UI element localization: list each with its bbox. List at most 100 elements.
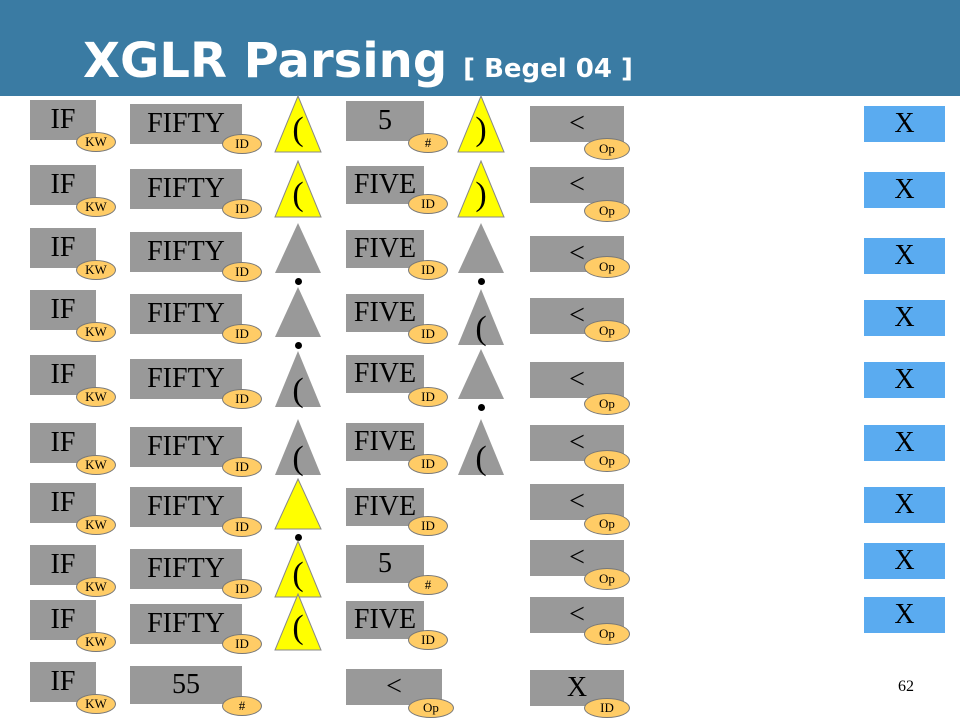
token-type-tag: ID bbox=[222, 579, 262, 599]
token-type-tag: Op bbox=[584, 200, 630, 222]
lookahead-x: X bbox=[864, 300, 945, 336]
num-token: 5 bbox=[346, 545, 424, 583]
reduction-triangle bbox=[275, 419, 321, 475]
less-than-token: < bbox=[530, 167, 624, 203]
five-token: FIVE bbox=[346, 355, 424, 393]
token-type-tag: ID bbox=[222, 389, 262, 409]
lookahead-x: X bbox=[864, 238, 945, 274]
token-type-tag: ID bbox=[222, 457, 262, 477]
token-type-tag: KW bbox=[76, 455, 116, 475]
token-type-tag: KW bbox=[76, 694, 116, 714]
left-paren: ( bbox=[475, 440, 487, 477]
fifty-token: FIFTY bbox=[130, 604, 242, 644]
left-paren: ( bbox=[292, 176, 304, 213]
token-type-tag: Op bbox=[584, 256, 630, 278]
lookahead-x: X bbox=[864, 425, 945, 461]
token-type-tag: KW bbox=[76, 260, 116, 280]
lookahead-x: X bbox=[864, 362, 945, 398]
token-type-tag: ID bbox=[222, 324, 262, 344]
token-type-tag: Op bbox=[584, 568, 630, 590]
reduction-triangle bbox=[275, 351, 321, 407]
fifty-token: FIFTY bbox=[130, 359, 242, 399]
ambiguity-triangle bbox=[274, 593, 322, 651]
token-type-tag: KW bbox=[76, 322, 116, 342]
reduction-triangle bbox=[275, 223, 321, 273]
less-than-token: < bbox=[530, 540, 624, 576]
ambiguity-triangle bbox=[274, 160, 322, 218]
token-type-tag: ID bbox=[408, 516, 448, 536]
token-type-tag: ID bbox=[408, 324, 448, 344]
token-type-tag: ID bbox=[408, 387, 448, 407]
left-paren: ( bbox=[292, 111, 304, 148]
token-type-tag: Op bbox=[584, 513, 630, 535]
lookahead-x: X bbox=[864, 543, 945, 579]
token-type-tag: Op bbox=[584, 623, 630, 645]
right-paren: ) bbox=[475, 176, 487, 213]
fifty-token: FIFTY bbox=[130, 549, 242, 589]
token-type-tag: KW bbox=[76, 197, 116, 217]
fifty-token: FIFTY bbox=[130, 427, 242, 467]
five-token: FIVE bbox=[346, 488, 424, 526]
token-type-tag: ID bbox=[584, 698, 630, 718]
reduction-triangle bbox=[275, 287, 321, 337]
if-token: IF bbox=[30, 100, 96, 140]
ambiguity-triangle bbox=[457, 160, 505, 218]
left-paren: ( bbox=[292, 372, 304, 409]
left-paren: ( bbox=[292, 440, 304, 477]
shift-dot bbox=[477, 278, 485, 285]
token-type-tag: ID bbox=[222, 262, 262, 282]
reduction-triangle bbox=[458, 419, 504, 475]
left-paren: ( bbox=[292, 556, 304, 593]
reduction-triangle bbox=[458, 289, 504, 345]
ambiguity-triangle bbox=[457, 95, 505, 153]
fifty-token: FIFTY bbox=[130, 232, 242, 272]
shift-dot bbox=[294, 342, 302, 349]
shift-dot bbox=[477, 404, 485, 411]
slide-title-text: XGLR Parsing bbox=[83, 33, 448, 89]
token-type-tag: ID bbox=[222, 134, 262, 154]
left-paren: ( bbox=[292, 609, 304, 646]
fifty-token: FIFTY bbox=[130, 487, 242, 527]
lookahead-x: X bbox=[864, 172, 945, 208]
five-token: FIVE bbox=[346, 601, 424, 639]
token-type-tag: # bbox=[408, 575, 448, 595]
five-token: FIVE bbox=[346, 423, 424, 461]
token-type-tag: Op bbox=[584, 450, 630, 472]
num-token: 5 bbox=[346, 101, 424, 141]
token-type-tag: ID bbox=[408, 194, 448, 214]
reduction-triangle bbox=[458, 223, 504, 273]
less-than-token: < bbox=[530, 106, 624, 142]
num-token: 55 bbox=[130, 666, 242, 704]
lookahead-x: X bbox=[864, 106, 945, 142]
token-type-tag: # bbox=[408, 133, 448, 153]
token-type-tag: ID bbox=[222, 634, 262, 654]
slide-title: XGLR Parsing [ Begel 04 ] bbox=[83, 30, 633, 100]
token-type-tag: ID bbox=[408, 260, 448, 280]
fifty-token: FIFTY bbox=[130, 294, 242, 334]
five-token: FIVE bbox=[346, 294, 424, 332]
reduction-triangle bbox=[458, 349, 504, 399]
page-number: 62 bbox=[898, 678, 914, 695]
slide-subtitle: [ Begel 04 ] bbox=[463, 54, 633, 84]
token-type-tag: KW bbox=[76, 577, 116, 597]
token-type-tag: KW bbox=[76, 387, 116, 407]
left-paren: ( bbox=[475, 310, 487, 347]
shift-dot bbox=[294, 534, 302, 541]
lookahead-x: X bbox=[864, 487, 945, 523]
right-paren: ) bbox=[475, 111, 487, 148]
token-type-tag: KW bbox=[76, 632, 116, 652]
lookahead-x: X bbox=[864, 597, 945, 633]
shift-dot bbox=[294, 278, 302, 285]
token-type-tag: Op bbox=[584, 393, 630, 415]
fifty-token: FIFTY bbox=[130, 104, 242, 144]
less-than-token: < bbox=[530, 597, 624, 633]
fifty-token: FIFTY bbox=[130, 169, 242, 209]
token-type-tag: Op bbox=[584, 320, 630, 342]
token-type-tag: KW bbox=[76, 515, 116, 535]
token-type-tag: ID bbox=[408, 454, 448, 474]
token-type-tag: ID bbox=[408, 630, 448, 650]
less-than-token: < bbox=[530, 362, 624, 398]
token-type-tag: ID bbox=[222, 199, 262, 219]
token-type-tag: KW bbox=[76, 132, 116, 152]
token-type-tag: # bbox=[222, 696, 262, 716]
